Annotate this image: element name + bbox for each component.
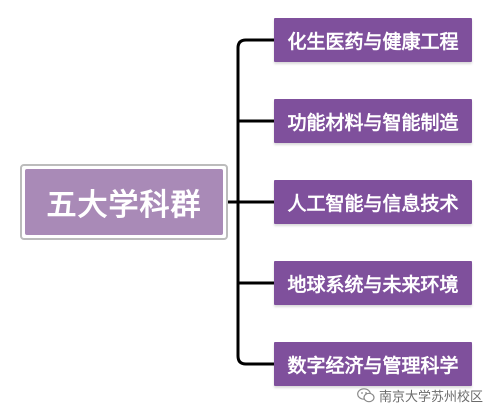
branch-node-2: 功能材料与智能制造 — [274, 99, 472, 143]
watermark-text: 南京大学苏州校区 — [379, 389, 484, 405]
branch-node-3: 人工智能与信息技术 — [274, 180, 472, 224]
branch-node-1: 化生医药与健康工程 — [274, 18, 472, 62]
branch-node-4: 地球系统与未来环境 — [274, 261, 472, 305]
branch-node-5: 数字经济与管理科学 — [274, 342, 472, 386]
watermark: 南京大学苏州校区 — [357, 384, 483, 406]
root-label: 五大学科群 — [25, 169, 223, 235]
connector-trunk — [236, 38, 247, 366]
wechat-icon — [357, 387, 375, 402]
root-node: 五大学科群 — [20, 164, 228, 240]
